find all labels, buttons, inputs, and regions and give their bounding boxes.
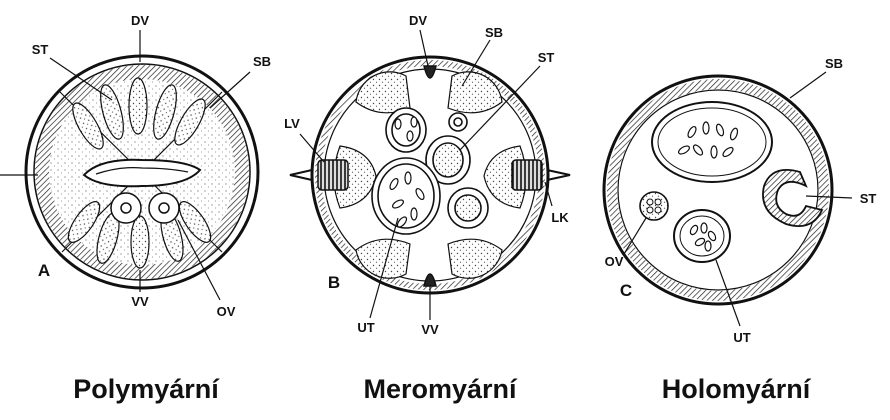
panel-b-lateral-keel-left <box>290 170 312 180</box>
panel-b-label-vv: VV <box>421 322 439 337</box>
panel-b-lateral-cord-left <box>318 160 348 190</box>
panel-b-label-lk: LK <box>551 210 569 225</box>
panel-c-label-ut: UT <box>733 330 750 345</box>
panel-a-caption: Polymyární <box>73 374 220 404</box>
panel-b-label-dv: DV <box>409 13 427 28</box>
panel-b-lateral-keel-right <box>547 170 570 180</box>
panel-b-label-sb: SB <box>485 25 503 40</box>
panel-c-label-ov: OV <box>605 254 624 269</box>
panel-c-intestine <box>652 102 772 182</box>
panel-c-letter: C <box>620 281 632 300</box>
panel-c-holomyarian: SB ST OV UT C Holomyární <box>604 56 876 404</box>
panel-b-lateral-cord-right <box>512 160 542 190</box>
panel-a-label-sb: SB <box>253 54 271 69</box>
panel-c-caption: Holomyární <box>662 374 812 404</box>
panel-a-label-st: ST <box>32 42 49 57</box>
panel-a-letter: A <box>38 261 50 280</box>
panel-b-label-lv: LV <box>284 116 300 131</box>
panel-c-ovary <box>640 192 668 220</box>
panel-a-polymyarian: DV ST SB VV OV A Polymyární <box>0 13 271 404</box>
panel-c-label-st: ST <box>860 191 877 206</box>
panel-c-label-sb: SB <box>825 56 843 71</box>
panel-b-label-st: ST <box>538 50 555 65</box>
panel-a-label-vv: VV <box>131 294 149 309</box>
panel-b-caption: Meromyární <box>363 374 518 404</box>
panel-b-meromyarian: DV SB ST LV LK UT VV B Meromyární <box>284 13 570 404</box>
panel-c-uterus <box>674 210 730 262</box>
panel-a-label-dv: DV <box>131 13 149 28</box>
panel-a-label-ov: OV <box>217 304 236 319</box>
panel-b-letter: B <box>328 273 340 292</box>
panel-b-label-ut: UT <box>357 320 374 335</box>
